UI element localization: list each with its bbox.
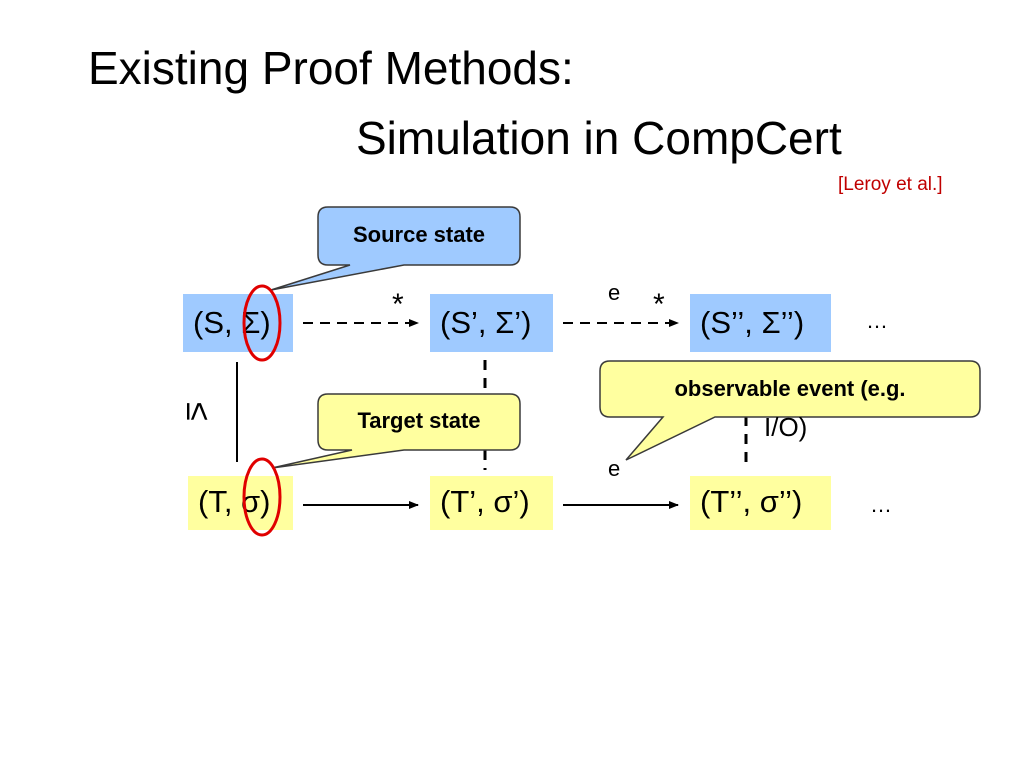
- source-callout-text: Source state: [352, 222, 486, 247]
- source-state-3: (S’’, Σ’’): [690, 294, 831, 352]
- target-callout-bubble: [271, 393, 521, 469]
- star-label-2: *: [653, 288, 665, 321]
- title-line-2: Simulation in CompCert: [356, 112, 842, 164]
- target-state-2-text: (T’, σ’): [440, 484, 530, 519]
- event-callout-tail-text: I/O): [764, 412, 808, 442]
- source-state-2: (S’, Σ’): [430, 294, 553, 352]
- event-label-top: e: [608, 280, 621, 305]
- target-callout-text: Target state: [357, 408, 481, 433]
- star-label-1: *: [392, 288, 404, 321]
- source-ellipsis: …: [866, 308, 888, 333]
- target-highlight-ellipse: [242, 457, 282, 537]
- event-callout-bubble: [599, 360, 981, 461]
- citation: [Leroy et al.]: [838, 174, 943, 195]
- target-state-3: (T’’, σ’’): [690, 476, 831, 530]
- source-callout-bubble: [270, 206, 521, 291]
- target-state-3-text: (T’’, σ’’): [700, 484, 803, 519]
- title-line-1: Existing Proof Methods:: [88, 42, 574, 94]
- source-state-1: (S, Σ): [183, 294, 293, 352]
- event-label-bottom: e: [608, 456, 621, 481]
- source-highlight-ellipse: [242, 284, 282, 362]
- event-callout-text: observable event (e.g.: [674, 376, 906, 401]
- target-state-2: (T’, σ’): [430, 476, 553, 530]
- target-ellipsis: …: [870, 492, 892, 517]
